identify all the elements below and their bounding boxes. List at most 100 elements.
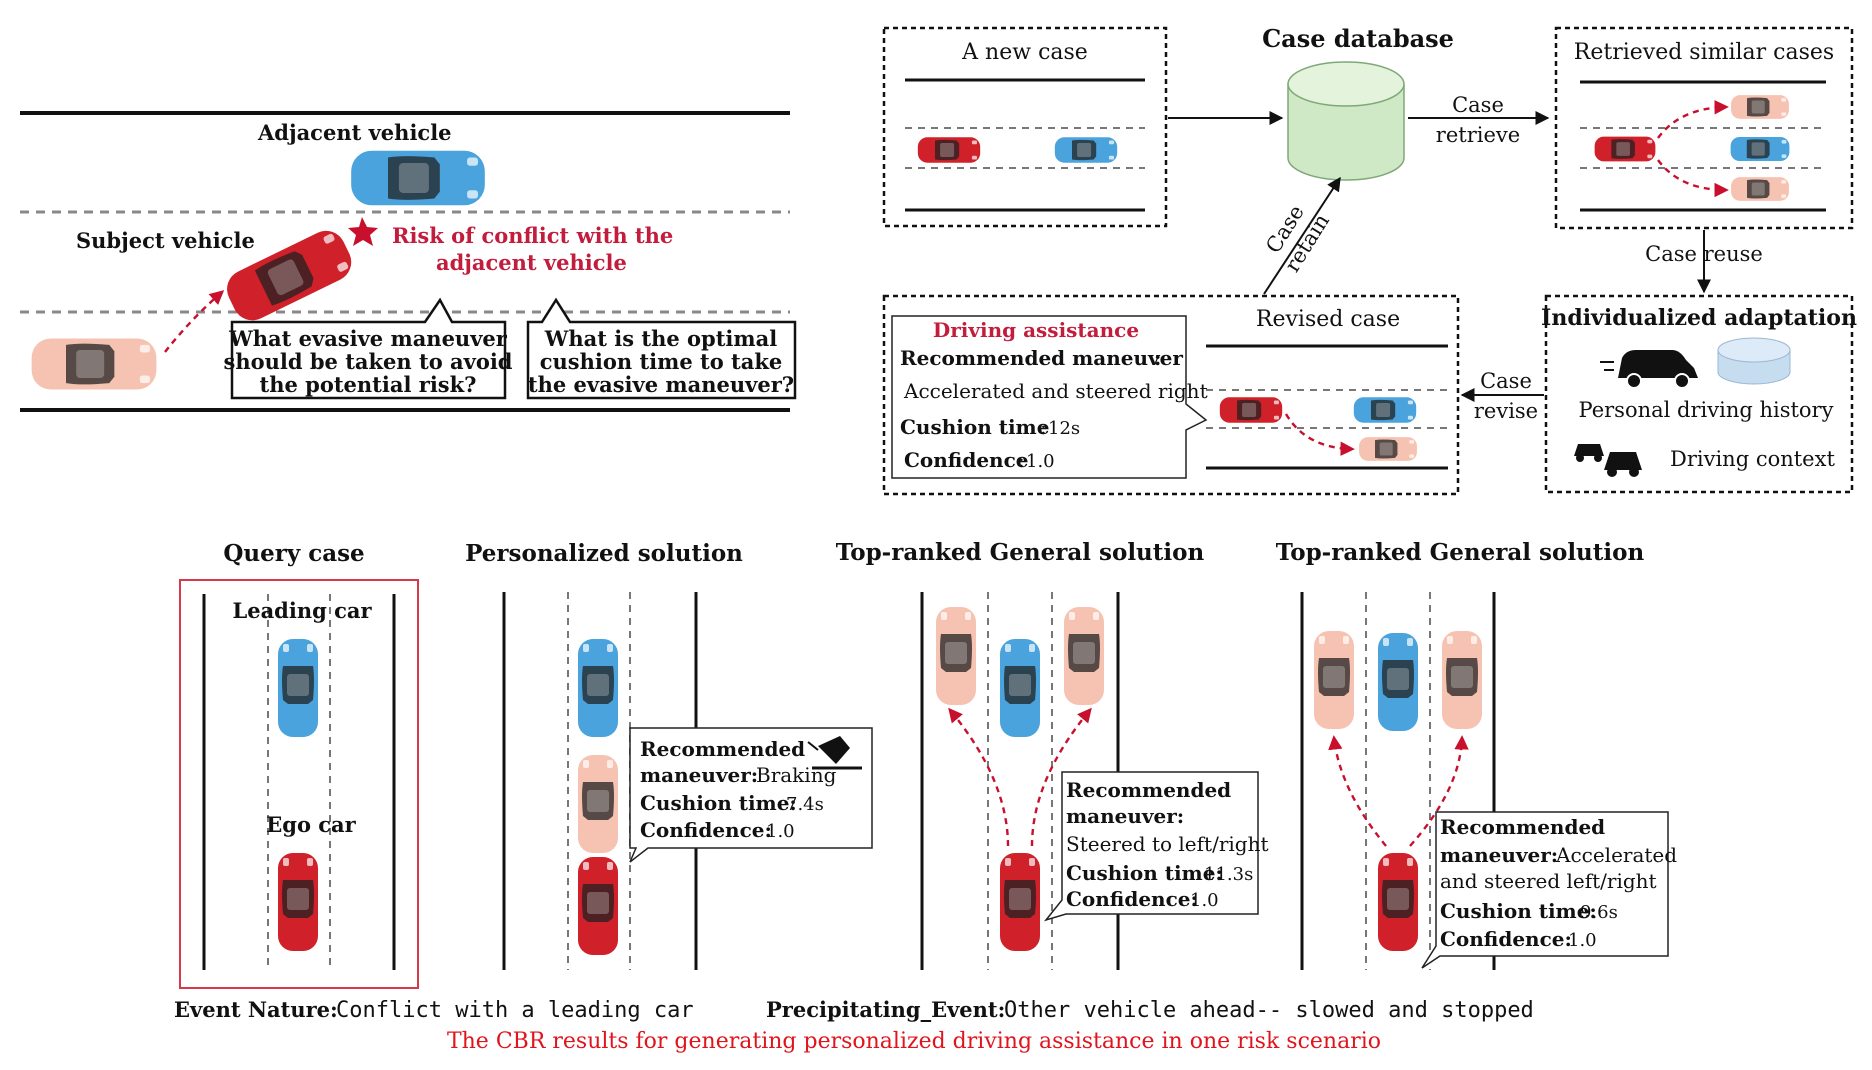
question-2-line-1: What is the optimal (544, 326, 777, 351)
assist-rec-label: Recommended maneuver (900, 346, 1183, 370)
ghost-vehicle (31, 338, 157, 390)
ego-car-label: Ego car (266, 812, 356, 837)
case-retrieve-2: retrieve (1436, 123, 1520, 147)
footer: Event Nature: Conflict with a leading ca… (174, 997, 1534, 1054)
g1-lead-car (1000, 639, 1040, 737)
case-revise-1: Case (1480, 369, 1532, 393)
case-reuse-label: Case reuse (1645, 242, 1763, 266)
personalized-title: Personalized solution (465, 540, 743, 567)
case-retain-label: Case retain (1261, 201, 1334, 276)
new-case-blue-car (1054, 137, 1118, 163)
query-case-title: Query case (223, 540, 364, 567)
risk-text-1: Risk of conflict with the (392, 223, 673, 248)
g1-rec-2: maneuver: (1066, 804, 1184, 828)
p-conf-value: 1.0 (766, 821, 795, 842)
general1-title: Top-ranked General solution (836, 539, 1205, 566)
cbr-cycle-panel: A new case Case database Case retrieve R… (882, 24, 1857, 496)
traffic-icon (1574, 444, 1642, 477)
g1-ghost-left (936, 607, 976, 705)
retrieved-ghost-car-bottom (1731, 177, 1789, 201)
risk-text-2: adjacent vehicle (436, 250, 627, 275)
car-icon (1600, 350, 1698, 389)
retrieved-red-car (1594, 136, 1656, 162)
personalized-callout (629, 727, 873, 863)
trajectory-arrow (164, 290, 225, 353)
personalized-ego-car (578, 857, 618, 955)
database-icon (1287, 61, 1405, 181)
g1-ghost-right (1064, 607, 1104, 705)
retrieved-blue-car (1730, 137, 1790, 161)
personalized-lead-car (578, 639, 618, 737)
g2-cushion-label: Cushion time: (1440, 899, 1597, 923)
personal-history-label: Personal driving history (1579, 398, 1834, 422)
g2-rec-value-2: and steered left/right (1440, 869, 1657, 893)
g2-rec-1: Recommended (1440, 815, 1605, 839)
subject-vehicle-label: Subject vehicle (76, 228, 255, 253)
g2-cushion-value: 9.6s (1580, 902, 1618, 923)
g2-ghost-left (1314, 631, 1354, 729)
assist-conf-value: 1.0 (1026, 451, 1055, 472)
p-rec-2: maneuver: (640, 763, 758, 787)
new-case-title: A new case (961, 40, 1088, 65)
general2-callout (1421, 811, 1669, 969)
question-1-line-3: the potential risk? (260, 372, 477, 397)
revised-case-title: Revised case (1256, 307, 1400, 332)
history-database-icon (1717, 337, 1791, 385)
assist-conf-colon: : (1018, 448, 1025, 472)
g1-rec-value: Steered to left/right (1066, 832, 1269, 856)
p-cushion-label: Cushion time: (640, 791, 797, 815)
brake-pedal-icon (807, 736, 862, 770)
scenario-panel: Adjacent vehicle Subject vehicle Risk of… (20, 111, 797, 412)
g2-conf-value: 1.0 (1568, 930, 1597, 951)
g2-conf-label: Confidence: (1440, 927, 1572, 951)
event-nature-label: Event Nature: (174, 997, 338, 1022)
personalized-ghost-car (578, 755, 618, 853)
leading-car-label: Leading car (232, 598, 372, 623)
question-1-line-2: should be taken to avoid (224, 349, 513, 374)
assist-title: Driving assistance (933, 318, 1139, 342)
p-rec-1: Recommended (640, 737, 805, 761)
g2-rec-value-1: Accelerated (1555, 843, 1677, 867)
assist-cushion-value: 12s (1048, 418, 1080, 439)
g1-ego-car (1000, 853, 1040, 951)
precipitating-event-value: Other vehicle ahead-- slowed and stopped (1004, 998, 1534, 1023)
assist-rec-value: Accelerated and steered right (903, 379, 1208, 403)
query-case-frame (179, 579, 419, 989)
precipitating-event-label: Precipitating_Event: (766, 997, 1005, 1022)
retrieved-cases-title: Retrieved similar cases (1574, 40, 1834, 65)
event-nature-value: Conflict with a leading car (336, 998, 694, 1023)
driving-context-label: Driving context (1670, 447, 1835, 471)
g1-conf-label: Confidence: (1066, 887, 1198, 911)
revised-ghost-car (1359, 437, 1417, 461)
general2-title: Top-ranked General solution (1276, 539, 1645, 566)
driving-assistance-callout (891, 315, 1208, 479)
g2-ego-car (1378, 853, 1418, 951)
ego-car (278, 853, 318, 951)
assist-cushion-prefix: : (1040, 415, 1047, 439)
assist-conf-label: Confidence (904, 448, 1029, 472)
g1-cushion-label: Cushion time: (1066, 861, 1223, 885)
g1-rec-1: Recommended (1066, 778, 1231, 802)
g2-lead-car (1378, 633, 1418, 731)
case-revise-2: revise (1474, 399, 1538, 423)
p-cushion-value: 7.4s (786, 794, 824, 815)
revised-blue-car (1353, 397, 1417, 423)
g1-conf-value: 1.0 (1190, 890, 1219, 911)
g2-ghost-right (1442, 631, 1482, 729)
new-case-red-car (917, 137, 981, 163)
conflict-star-icon (348, 217, 378, 246)
leading-car (278, 639, 318, 737)
retrieved-ghost-car-top (1731, 95, 1789, 119)
figure-caption: The CBR results for generating personali… (447, 1029, 1381, 1054)
question-bubble-1 (230, 297, 507, 400)
g1-cushion-value: 11.3s (1204, 864, 1253, 885)
case-database-title: Case database (1262, 24, 1454, 53)
p-conf-label: Confidence: (640, 818, 772, 842)
case-retrieve-1: Case (1452, 93, 1504, 117)
question-2-line-2: cushion time to take (540, 349, 783, 374)
adjacent-vehicle-car (351, 150, 485, 206)
question-bubble-2 (526, 297, 797, 400)
individualized-title: Individualized adaptation (1541, 305, 1857, 331)
question-1-line-1: What evasive maneuver (228, 326, 508, 351)
